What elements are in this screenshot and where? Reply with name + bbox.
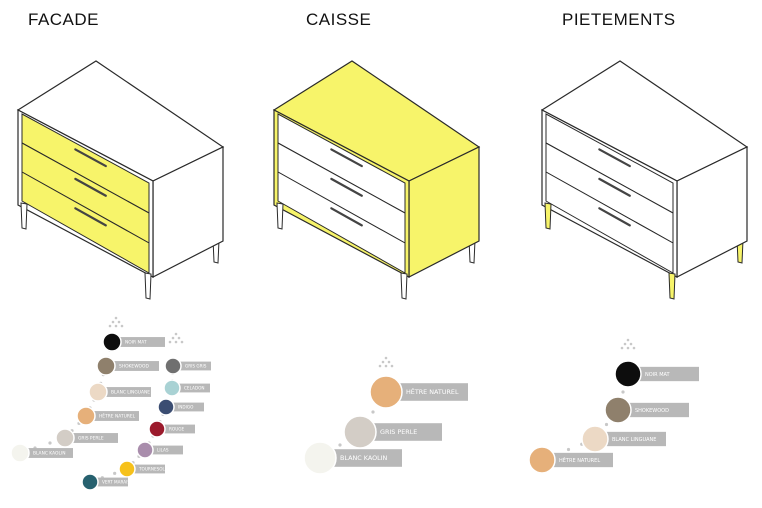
connector-dot [371,410,375,414]
drawer-handle [74,207,107,227]
connector-dot [113,471,117,475]
swatch-label-bg [86,411,139,421]
color-swatch [148,420,166,438]
swatch-label-bg [98,387,151,397]
leg-front [668,272,676,300]
color-swatch [157,398,175,416]
color-swatch [369,375,403,409]
up-arrow-icon [378,356,394,368]
drawer-front [545,171,674,274]
color-swatch [614,360,642,388]
swatch-label-bg [173,361,211,371]
swatch-label-bg [20,448,73,458]
up-arrow-icon [168,332,184,344]
swatch-label: HÊTRE NATUREL [559,456,600,464]
color-swatch [81,473,99,491]
swatch-label: ROUGE [169,426,185,431]
swatch-label: VERT MARAIS [102,479,130,484]
drawer-front [21,171,150,274]
color-swatch [118,460,136,478]
drawer-handle [598,177,631,197]
swatch-label: HÊTRE NATUREL [99,412,136,420]
swatch-label: SHOKEWOOD [119,364,149,370]
drawer-handle [330,207,363,227]
color-swatch [10,443,30,463]
color-swatch [55,428,75,448]
swatch-label: HÊTRE NATUREL [406,387,459,396]
panel-title-facade: FACADE [28,10,100,29]
connector-dot [338,443,342,447]
drawer-handle [74,177,107,197]
swatch-label: TOURNESOL [138,466,166,471]
swatch-label-bg [65,433,118,443]
swatch-label-bg [628,366,699,382]
swatch-label: BLANC KAOLIN [340,454,388,462]
leg-front [144,272,152,300]
color-swatch [163,379,181,397]
color-swatch [88,382,108,402]
up-arrow-icon [620,338,636,350]
drawer-handle [74,148,107,168]
swatch-label-bg [618,402,689,418]
swatch-label: SHOKEWOOD [635,408,669,414]
drawer-handle [598,207,631,227]
swatch-label: NOIR MAT [645,372,671,378]
color-swatch [136,441,154,459]
facade-swatch-group: NOIR MAT SHOKEWOOD BLANC LINGUANE HÊTRE NAT… [10,316,211,491]
swatch-label: BLANC LINGUANE [111,390,150,396]
color-swatch [76,406,96,426]
color-swatch [343,415,377,449]
leg-front [20,202,28,230]
pietements-swatch-group: NOIR MAT SHOKEWOOD BLANC LINGUANE HÊTRE NAT… [528,338,699,474]
caisse-swatch-group: HÊTRE NATUREL GRIS PERLE BLANC KAOLIN [303,356,468,475]
drawer-handle [330,177,363,197]
swatch-label-bg [145,445,183,455]
leg-front [400,272,408,300]
swatch-label: NOIR MAT [125,340,147,346]
color-swatch [102,332,122,352]
swatch-label: INDIGO [178,404,194,409]
swatch-label-bg [595,431,666,447]
color-swatch [96,356,116,376]
connector-dot [48,441,52,445]
dresser-facade-illustration [16,60,225,300]
swatch-label: GRIS PERLE [380,428,417,436]
color-swatch [581,425,609,453]
swatch-label: LILAS [157,447,169,452]
swatch-label-bg [90,477,128,487]
connector-dot [604,422,609,427]
panel-title-pietements: PIETEMENTS [562,10,676,29]
swatch-label: GRIS GRIS [185,363,207,368]
swatch-label-bg [157,424,195,434]
connector-dot [621,390,625,394]
color-swatch [164,357,182,375]
up-arrow-icon [108,316,124,328]
swatch-label-bg [106,361,159,371]
dresser-caisse-illustration [272,60,481,300]
panel-title-caisse: CAISSE [306,10,372,29]
swatch-label-bg [542,452,613,468]
swatch-label-bg [360,423,442,441]
connector-dot [566,447,571,452]
swatch-label: GRIS PERLE [78,436,104,442]
swatch-label-bg [320,449,402,467]
swatch-label: BLANC KAOLIN [33,451,66,457]
color-swatch [528,446,556,474]
leg-front [544,202,552,230]
swatch-label: BLANC LINGUANE [612,437,656,443]
swatch-label-bg [166,402,204,412]
swatch-label-bg [386,383,468,401]
swatch-label-bg [112,337,165,347]
drawer-handle [330,148,363,168]
swatch-label-bg [172,383,210,393]
drawer-front [277,171,406,274]
color-swatch [604,396,632,424]
dresser-pietements-illustration [540,60,749,300]
drawer-handle [598,148,631,168]
color-swatch [303,441,337,475]
leg-front [276,202,284,230]
swatch-label-bg [127,464,165,474]
swatch-label: CELADON [184,385,205,390]
